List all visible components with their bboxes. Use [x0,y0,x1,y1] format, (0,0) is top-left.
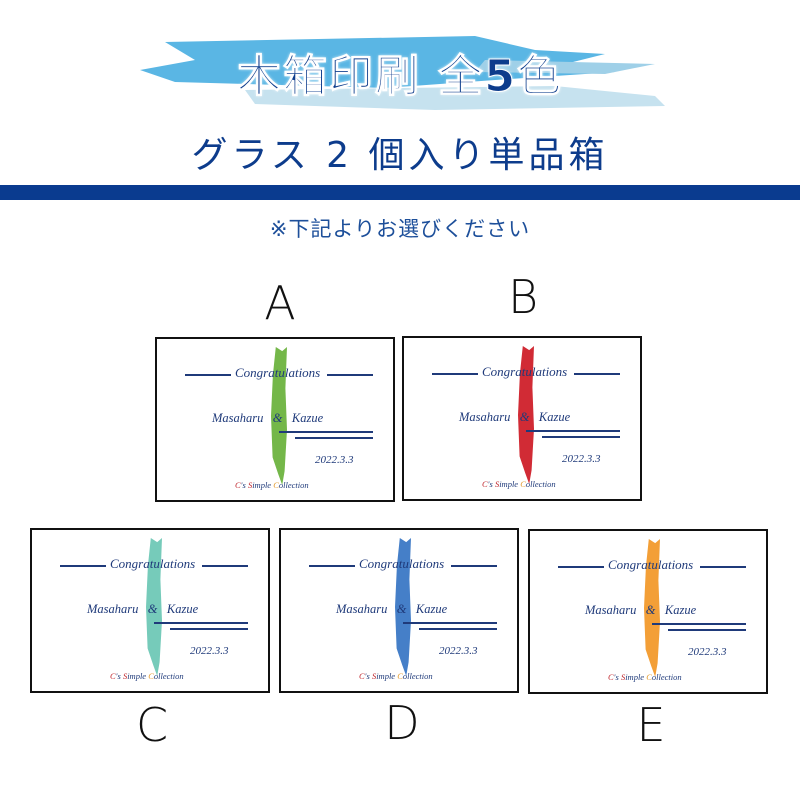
name-underline-1 [526,430,620,432]
heading-line-left [558,566,604,568]
heading-line-right [451,565,497,567]
card-date: 2022.3.3 [562,453,601,465]
option-label-a: A [264,276,296,330]
heading-line-left [60,565,106,567]
heading-line-right [700,566,746,568]
color-brush-stroke [146,538,162,676]
brush-stroke-banner [140,36,665,110]
card-heading: Congratulations [608,557,694,572]
card-names: Masaharu & Kazue [459,410,571,424]
card-names: Masaharu & Kazue [336,602,448,616]
card-names: Masaharu & Kazue [87,602,199,616]
card-brand: C's Simple Collection [482,479,556,489]
option-label-b: B [507,270,539,324]
name-underline-2 [542,436,620,438]
option-label-c: C [135,698,169,752]
card-heading: Congratulations [482,364,568,379]
option-card-a[interactable]: Congratulations Masaharu & Kazue 2022.3.… [155,337,395,502]
card-heading: Congratulations [110,556,196,571]
name-underline-1 [652,623,746,625]
color-brush-stroke [395,538,411,676]
option-card-e[interactable]: Congratulations Masaharu & Kazue 2022.3.… [528,529,768,694]
color-brush-stroke [644,539,660,677]
card-names: Masaharu & Kazue [212,411,324,425]
main-title: 木箱印刷 全5色 [237,51,563,103]
card-date: 2022.3.3 [688,646,727,658]
option-card-d[interactable]: Congratulations Masaharu & Kazue 2022.3.… [279,528,519,693]
divider-band [0,185,800,200]
heading-line-right [327,374,373,376]
heading-line-left [309,565,355,567]
option-card-b[interactable]: Congratulations Masaharu & Kazue 2022.3.… [402,336,642,501]
heading-line-left [432,373,478,375]
color-brush-stroke [518,346,534,484]
card-brand: C's Simple Collection [359,671,433,681]
name-underline-2 [668,629,746,631]
option-card-c[interactable]: Congratulations Masaharu & Kazue 2022.3.… [30,528,270,693]
option-label-d: D [384,696,420,750]
card-brand: C's Simple Collection [110,671,184,681]
subtitle: グラス 2 個入り単品箱 [191,135,609,176]
selection-note: ※下記よりお選びください [269,217,531,241]
name-underline-1 [154,622,248,624]
name-underline-2 [419,628,497,630]
color-brush-stroke [271,347,287,485]
card-date: 2022.3.3 [315,454,354,466]
card-brand: C's Simple Collection [235,480,309,490]
option-label-e: E [636,698,666,752]
card-date: 2022.3.3 [439,645,478,657]
card-heading: Congratulations [359,556,445,571]
name-underline-1 [403,622,497,624]
heading-line-right [574,373,620,375]
name-underline-1 [279,431,373,433]
heading-line-left [185,374,231,376]
name-underline-2 [295,437,373,439]
card-brand: C's Simple Collection [608,672,682,682]
heading-line-right [202,565,248,567]
name-underline-2 [170,628,248,630]
card-names: Masaharu & Kazue [585,603,697,617]
card-date: 2022.3.3 [190,645,229,657]
card-heading: Congratulations [235,365,321,380]
